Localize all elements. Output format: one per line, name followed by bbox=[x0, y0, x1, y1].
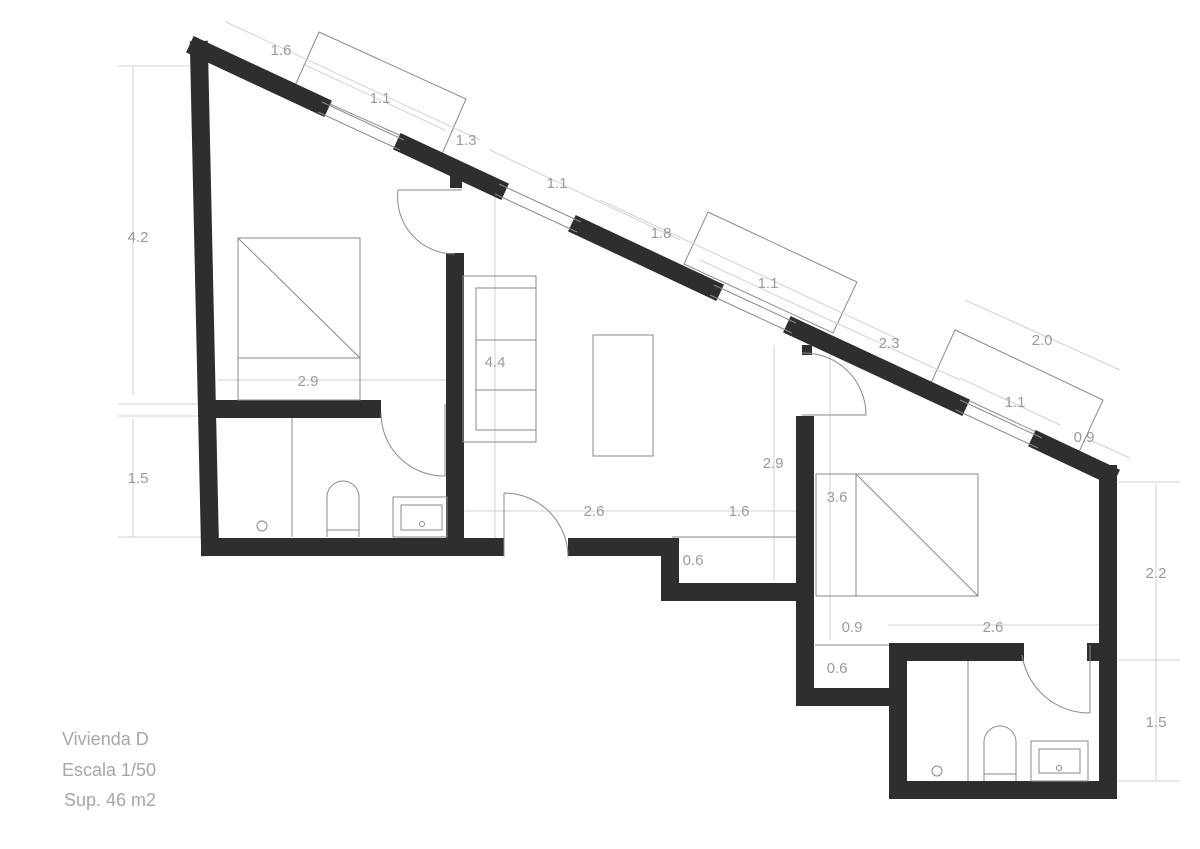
left-wall bbox=[189, 40, 220, 557]
dim-label: 4.2 bbox=[128, 229, 149, 246]
dim-label: 1.1 bbox=[547, 175, 568, 192]
bathroom-2-fixtures bbox=[931, 661, 1089, 782]
dim-label: 2.0 bbox=[1032, 332, 1053, 349]
diagonal-wall bbox=[186, 36, 332, 117]
door-bath2 bbox=[1021, 645, 1091, 714]
door-entrance bbox=[503, 492, 569, 558]
bathroom-1-fixtures bbox=[256, 418, 448, 538]
plan-scale: Escala 1/50 bbox=[62, 760, 156, 780]
dim-label: 2.6 bbox=[983, 619, 1004, 636]
dim-label: 2.3 bbox=[879, 335, 900, 352]
sink-icon bbox=[1030, 740, 1089, 782]
door-bath1 bbox=[380, 404, 446, 477]
shower-drain-icon bbox=[256, 520, 268, 532]
title-block: Vivienda D Escala 1/50 Sup. 46 m2 bbox=[62, 729, 156, 810]
balcony-2 bbox=[683, 211, 858, 334]
dim-label: 0.9 bbox=[842, 619, 863, 636]
diagonal-wall bbox=[568, 215, 724, 301]
dim-label: 3.6 bbox=[827, 489, 848, 506]
dim-label: 1.8 bbox=[651, 225, 672, 242]
walls bbox=[186, 36, 1120, 799]
dim-label: 1.6 bbox=[729, 503, 750, 520]
door-bedroom1 bbox=[397, 189, 462, 255]
plan-area: Sup. 46 m2 bbox=[64, 790, 156, 810]
dim-label: 2.9 bbox=[763, 455, 784, 472]
bed-2 bbox=[815, 473, 979, 597]
toilet-icon bbox=[983, 725, 1017, 781]
dim-label: 0.6 bbox=[827, 660, 848, 677]
dimension-labels: 1.6 1.1 1.3 1.1 1.8 1.1 2.3 2.0 1.1 0.9 … bbox=[128, 42, 1167, 731]
dim-label: 2.9 bbox=[298, 373, 319, 390]
dim-label: 1.1 bbox=[1005, 394, 1026, 411]
dim-label: 1.5 bbox=[1146, 714, 1167, 731]
sofa bbox=[462, 275, 537, 443]
dim-label: 0.6 bbox=[683, 552, 704, 569]
dim-label: 0.9 bbox=[1074, 429, 1095, 446]
windows bbox=[317, 101, 1043, 449]
dim-label: 1.1 bbox=[758, 275, 779, 292]
table bbox=[592, 334, 654, 457]
plan-name: Vivienda D bbox=[62, 729, 149, 749]
toilet-icon bbox=[326, 480, 360, 537]
diagonal-wall bbox=[1028, 430, 1120, 486]
sink-icon bbox=[392, 496, 448, 538]
balconies bbox=[293, 31, 1104, 453]
dim-label: 1.5 bbox=[128, 470, 149, 487]
dim-label: 2.6 bbox=[584, 503, 605, 520]
door-bedroom2 bbox=[801, 352, 867, 416]
dim-label: 2.2 bbox=[1146, 565, 1167, 582]
bed-1 bbox=[237, 237, 361, 401]
dim-label: 1.1 bbox=[370, 90, 391, 107]
furniture bbox=[237, 237, 1089, 782]
dim-label: 1.3 bbox=[456, 132, 477, 149]
doors bbox=[380, 189, 1091, 714]
diagonal-wall bbox=[393, 133, 509, 200]
diagonal-wall bbox=[783, 316, 970, 416]
dim-label: 4.4 bbox=[485, 354, 506, 371]
shower-drain-icon bbox=[931, 765, 943, 777]
dim-label: 1.6 bbox=[271, 42, 292, 59]
